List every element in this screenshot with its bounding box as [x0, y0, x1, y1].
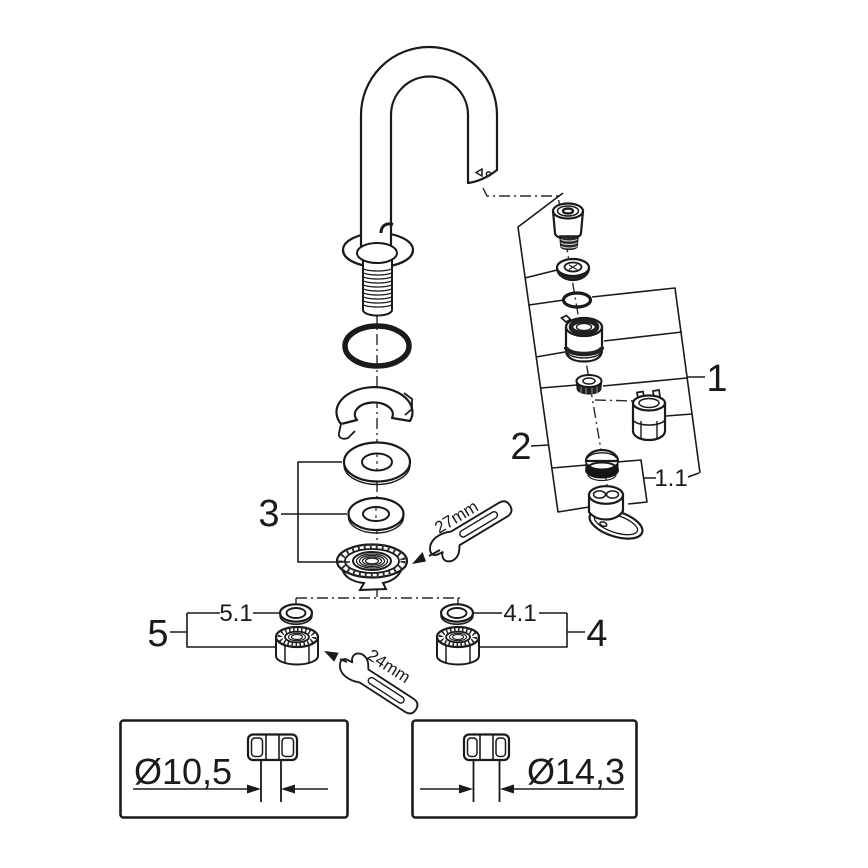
wrench-arrow-dash	[428, 549, 441, 557]
wrench-arrow-dash	[339, 658, 348, 663]
lever-hole	[599, 521, 608, 528]
callout-label-3: 3	[258, 493, 279, 535]
union-nut-left	[274, 625, 320, 666]
adapter-axis-dash	[594, 399, 637, 402]
cap-dome	[584, 448, 620, 463]
union-washer-right	[439, 603, 475, 625]
cartridge-tab	[559, 314, 572, 324]
hose-left	[260, 760, 282, 802]
horseshoe-clamp	[335, 386, 414, 440]
diameter-label-left: Ø10,5	[134, 751, 232, 792]
threaded-cap	[584, 448, 620, 482]
wrench-arrowhead	[412, 552, 426, 564]
callout-label-5-1: 5.1	[219, 600, 252, 627]
aerator	[551, 202, 585, 251]
wrench-arrowhead	[324, 651, 339, 662]
bracket-1	[591, 287, 705, 474]
bracket-3	[281, 461, 350, 563]
knurl-ticks	[580, 384, 598, 395]
thread-lines	[362, 267, 393, 308]
callout-label-4-1: 4.1	[503, 600, 536, 627]
flange-collar	[356, 242, 398, 264]
hex-facets	[640, 421, 658, 439]
hex-hose-nut-left	[246, 733, 299, 762]
dim-arrows-left	[133, 784, 328, 794]
callout-label-4: 4	[586, 613, 607, 655]
clamp-tip	[337, 423, 356, 440]
knurl-texture	[438, 627, 478, 647]
callout-brackets	[170, 192, 705, 648]
threaded-shank	[356, 242, 398, 317]
dimension-box-left: Ø10,5	[119, 719, 349, 819]
callout-label-1-1: 1.1	[654, 465, 687, 492]
dome-seal	[555, 257, 591, 282]
union-washer-left	[278, 603, 314, 625]
washer-small	[347, 496, 405, 534]
o-ring-large	[342, 323, 412, 369]
hose-right	[472, 760, 501, 802]
callout-label-1: 1	[706, 358, 727, 400]
callout-label-5: 5	[147, 613, 168, 655]
bracket-1-1	[616, 459, 700, 505]
cartridge	[559, 314, 605, 363]
callout-label-2: 2	[510, 426, 531, 468]
callout-labels: 1 2 3 4 5 1.1 4.1 5.1	[147, 358, 727, 655]
wrench-slot	[459, 511, 499, 538]
mounting-nut-27mm	[335, 543, 409, 592]
cartridge-ring	[568, 318, 600, 336]
knurl-texture	[338, 544, 406, 578]
washer-large	[342, 441, 412, 486]
bracket-5	[170, 612, 281, 648]
bracket-2	[517, 192, 590, 513]
cartridge-dark-band	[563, 346, 605, 357]
spout-hook-mark	[379, 222, 394, 234]
gooseneck-spout	[359, 45, 499, 254]
open-end-wrench-27mm: 27mm	[412, 497, 513, 564]
hex-adapter	[631, 389, 667, 442]
knurl-texture	[277, 627, 317, 647]
bracket-4	[474, 612, 585, 648]
clamp-3d-edge	[403, 392, 413, 416]
diameter-label-right: Ø14,3	[527, 751, 625, 792]
cap-knurl-band	[585, 460, 619, 478]
knurled-nut	[575, 374, 603, 395]
open-end-wrench-24mm: 24mm	[324, 645, 419, 715]
wrench-slot	[367, 676, 405, 704]
lever-handle	[587, 485, 644, 540]
spray-symbol-icon	[474, 167, 492, 178]
hex-hose-nut-right	[462, 733, 511, 762]
dimension-box-right: Ø14,3	[411, 719, 638, 819]
union-nut-right	[435, 625, 481, 666]
dim-arrows-right	[420, 784, 624, 794]
split-centerline	[295, 597, 460, 607]
